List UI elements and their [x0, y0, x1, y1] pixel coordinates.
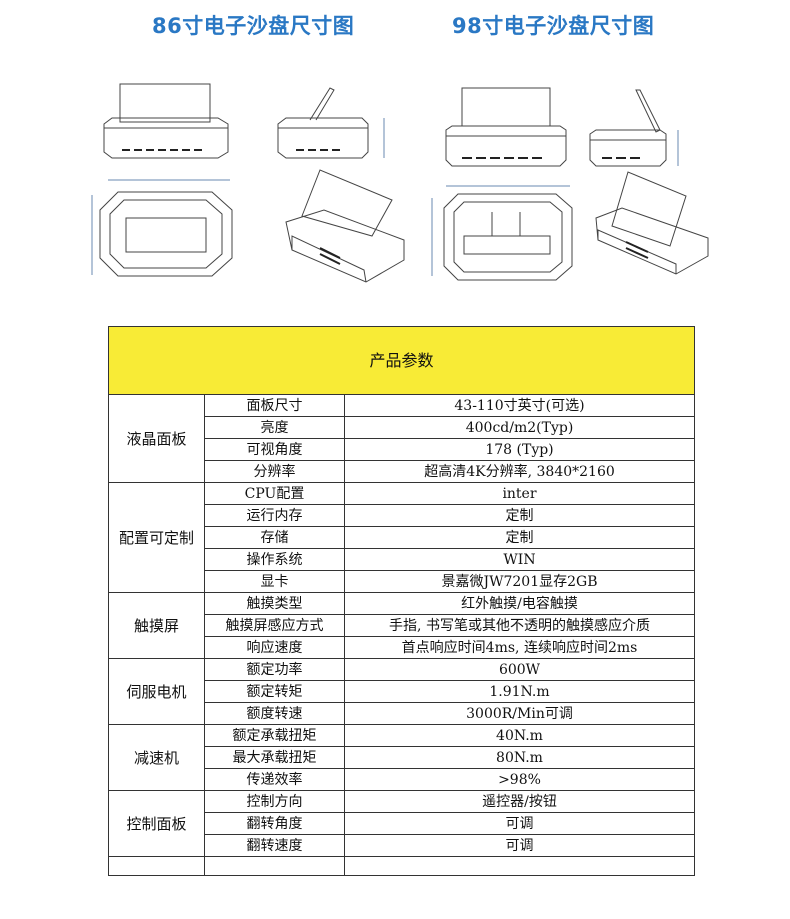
drawing-98-iso-view	[595, 171, 709, 275]
param-label: 传递效率	[204, 768, 345, 791]
param-value: 定制	[344, 504, 695, 527]
param-label: 亮度	[204, 416, 345, 439]
param-label: 触摸类型	[204, 592, 345, 615]
group-configurable: 配置可定制	[108, 482, 205, 593]
param-label: 面板尺寸	[204, 394, 345, 417]
param-label: 分辨率	[204, 460, 345, 483]
param-value: 400cd/m2(Typ)	[344, 416, 695, 439]
param-label: 翻转速度	[204, 834, 345, 857]
drawing-86-front-view	[103, 83, 229, 159]
param-label: 控制方向	[204, 790, 345, 813]
param-value: WIN	[344, 548, 695, 571]
param-label: 操作系统	[204, 548, 345, 571]
param-label: 可视角度	[204, 438, 345, 461]
group-touchscreen: 触摸屏	[108, 592, 205, 659]
param-value: 1.91N.m	[344, 680, 695, 703]
param-value: 80N.m	[344, 746, 695, 769]
param-label: 响应速度	[204, 636, 345, 659]
param-value: 超高清4K分辨率, 3840*2160	[344, 460, 695, 483]
param-value: 600W	[344, 658, 695, 681]
drawing-98-top-view	[431, 185, 573, 281]
param-value: 首点响应时间4ms, 连续响应时间2ms	[344, 636, 695, 659]
param-label: 触摸屏感应方式	[204, 614, 345, 637]
param-value: 3000R/Min可调	[344, 702, 695, 725]
drawing-98-front-view	[445, 87, 567, 167]
param-label: 额定转矩	[204, 680, 345, 703]
empty-cell	[344, 856, 695, 876]
title-86-inch-dimensions: 86寸电子沙盘尺寸图	[152, 14, 355, 38]
param-value: 可调	[344, 812, 695, 835]
group-lcd-panel: 液晶面板	[108, 394, 205, 483]
group-control-panel: 控制面板	[108, 790, 205, 857]
product-parameters-table: 产品参数 液晶面板 面板尺寸 43-110寸英寸(可选) 亮度 400cd/m2…	[108, 326, 695, 876]
param-label: 额定功率	[204, 658, 345, 681]
param-label: 存储	[204, 526, 345, 549]
param-label: 翻转角度	[204, 812, 345, 835]
drawing-86-top-view	[91, 179, 233, 277]
param-value: 可调	[344, 834, 695, 857]
param-label: CPU配置	[204, 482, 345, 505]
param-label: 额定承载扭矩	[204, 724, 345, 747]
title-98-inch-dimensions: 98寸电子沙盘尺寸图	[452, 14, 655, 38]
dimension-drawings	[91, 83, 709, 283]
drawing-98-side-view	[589, 89, 679, 167]
param-label: 显卡	[204, 570, 345, 593]
drawing-86-side-view	[277, 87, 385, 159]
group-reducer: 减速机	[108, 724, 205, 791]
param-value: 43-110寸英寸(可选)	[344, 394, 695, 417]
param-value: 178 (Typ)	[344, 438, 695, 461]
param-value: 遥控器/按钮	[344, 790, 695, 813]
param-label: 最大承载扭矩	[204, 746, 345, 769]
param-value: 手指, 书写笔或其他不透明的触摸感应介质	[344, 614, 695, 637]
drawing-86-iso-view	[285, 169, 405, 283]
param-value: 红外触摸/电容触摸	[344, 592, 695, 615]
param-value: inter	[344, 482, 695, 505]
empty-cell	[204, 856, 345, 876]
param-label: 额度转速	[204, 702, 345, 725]
group-servo-motor: 伺服电机	[108, 658, 205, 725]
param-label: 运行内存	[204, 504, 345, 527]
param-value: 景嘉微JW7201显存2GB	[344, 570, 695, 593]
param-value: >98%	[344, 768, 695, 791]
param-value: 40N.m	[344, 724, 695, 747]
empty-cell	[108, 856, 205, 876]
param-value: 定制	[344, 526, 695, 549]
table-header: 产品参数	[108, 326, 695, 395]
